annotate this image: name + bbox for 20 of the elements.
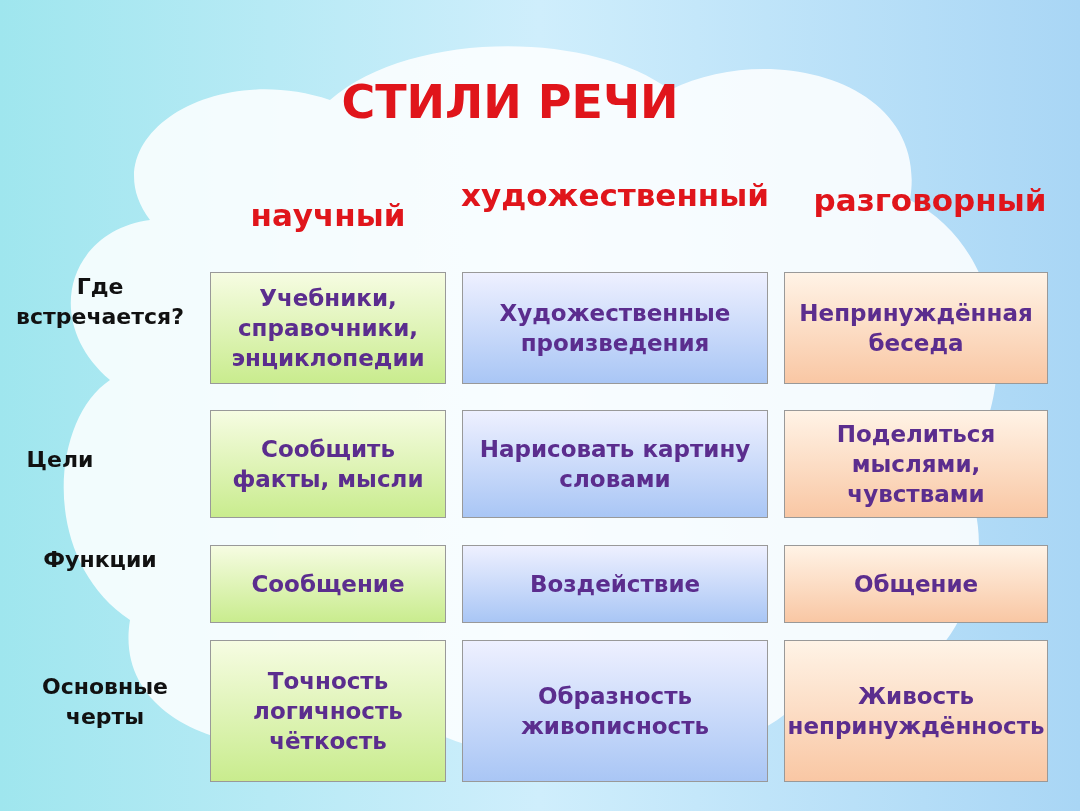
row-header: Где встречается? (15, 273, 185, 331)
column-header: художественный (460, 176, 770, 215)
table-cell-box: Воздействие (462, 545, 768, 623)
column-header: разговорный (812, 181, 1048, 220)
table-cell-box: Сообщение (210, 545, 446, 623)
table-cell-box: Сообщить факты, мысли (210, 410, 446, 518)
table-cell-box: Учебники, справочники, энциклопедии (210, 272, 446, 384)
table-cell-box: Живость непринуждённость (784, 640, 1048, 782)
table-cell-box: Образность живописность (462, 640, 768, 782)
row-header: Функции (42, 546, 158, 574)
row-header: Цели (25, 446, 95, 474)
table-cell-box: Общение (784, 545, 1048, 623)
table-cell-box: Непринуждённая беседа (784, 272, 1048, 384)
table-cell-box: Точность логичность чёткость (210, 640, 446, 782)
table-cell-box: Нарисовать картину словами (462, 410, 768, 518)
table-cell-box: Художественные произведения (462, 272, 768, 384)
column-header: научный (249, 196, 407, 235)
slide-title: СТИЛИ РЕЧИ (340, 75, 680, 129)
row-header: Основные черты (41, 673, 169, 731)
table-cell-box: Поделиться мыслями, чувствами (784, 410, 1048, 518)
